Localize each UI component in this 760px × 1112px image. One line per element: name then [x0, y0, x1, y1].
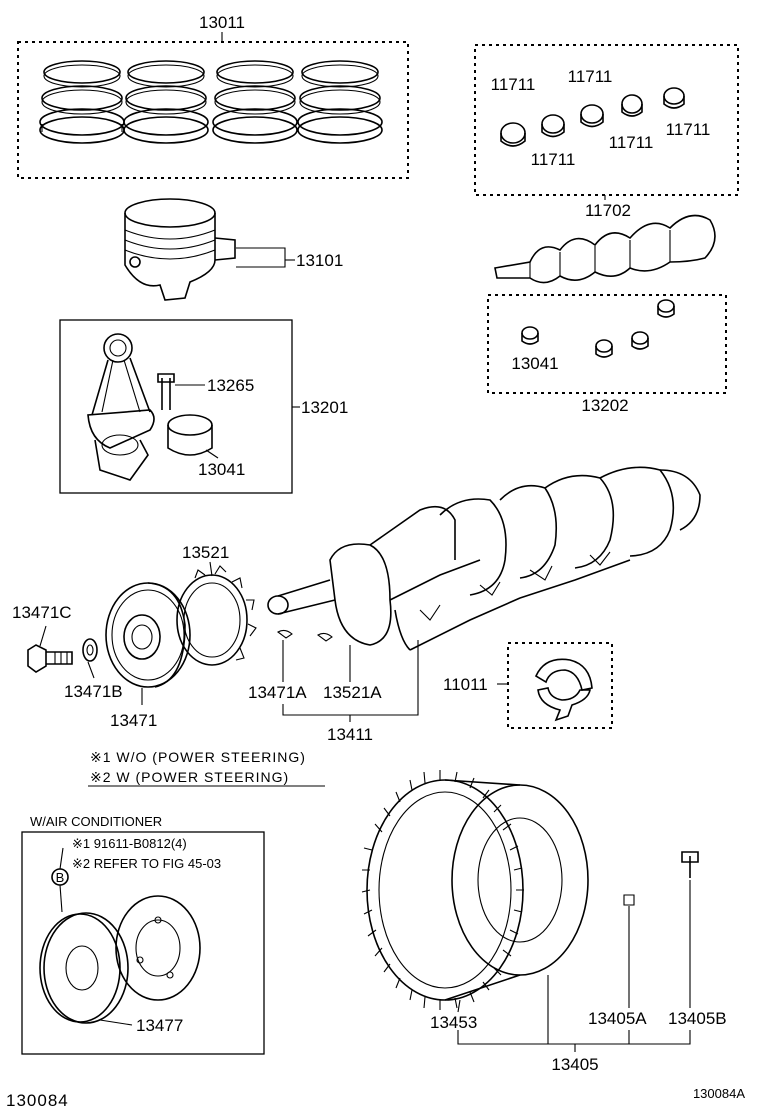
- label-conrod-bearing-set-item: 13041: [511, 354, 558, 373]
- label-main-bearing-2: 11711: [568, 67, 613, 86]
- label-key-a: 13471A: [248, 683, 307, 702]
- label-piston: 13101: [296, 251, 343, 270]
- ac-ref-2: ※2 REFER TO FIG 45-03: [72, 856, 221, 871]
- leader-line: [282, 640, 351, 682]
- ac-pulley-box: [21, 831, 265, 1055]
- thrust-washer-group: 11011: [443, 642, 613, 729]
- label-pulley-bolt: 13471C: [12, 603, 72, 622]
- conrod-group: 13265 13201 13041: [59, 319, 348, 494]
- label-ring-gear: 13453: [430, 1013, 477, 1032]
- leader-line: [39, 625, 47, 647]
- label-flywheel-bolt: 13405B: [668, 1009, 727, 1028]
- footer-right-code: 130084A: [693, 1086, 745, 1101]
- label-conrod-bolt: 13265: [207, 376, 254, 395]
- leader-line: [59, 847, 64, 870]
- label-main-bearing-3: 11711: [531, 150, 576, 169]
- conrod-illustration: [87, 333, 175, 481]
- piston-group: 13101: [124, 198, 343, 301]
- label-key-b: 13521A: [323, 683, 382, 702]
- piston-ring-set-box: [17, 41, 409, 179]
- ac-pulley-group: W/AIR CONDITIONER ※1 91611-B0812(4) ※2 R…: [21, 814, 265, 1055]
- label-main-bearing-4: 11711: [609, 133, 654, 152]
- label-pulley: 13471: [110, 711, 157, 730]
- piston-ring-set-group: 13011: [17, 13, 409, 179]
- leader-line: [59, 884, 63, 913]
- ref-marker-label: B: [56, 870, 65, 885]
- label-conrod-bearing-set: 13202: [581, 396, 628, 415]
- pulley-bolt-illustration: [27, 644, 73, 673]
- keys-illustration: [276, 629, 333, 642]
- leader-line: [99, 1019, 133, 1026]
- notes-group: ※1 W/O (POWER STEERING) ※2 W (POWER STEE…: [88, 749, 325, 787]
- crankshaft-illustration: [267, 466, 701, 651]
- label-pulley-washer: 13471B: [64, 682, 123, 701]
- leader-bracket: [457, 975, 691, 1045]
- label-main-bearing-set: 11702: [585, 201, 631, 220]
- ac-title: W/AIR CONDITIONER: [30, 814, 162, 829]
- conrod-bearing-set-box: [487, 294, 727, 394]
- label-flywheel: 13405: [551, 1055, 598, 1074]
- camshaft-illustration: [494, 214, 716, 284]
- note-2: ※2 W (POWER STEERING): [90, 769, 289, 785]
- main-bearing-set-group: 11711 11711 11711 11711 11711 11702: [474, 44, 739, 220]
- label-main-bearing-5: 11711: [666, 120, 711, 139]
- leader-line: [87, 661, 95, 679]
- conrod-bearings-illustration: [521, 299, 675, 358]
- leader-line: [205, 449, 219, 459]
- label-ac-pulley: 13477: [136, 1016, 183, 1035]
- pulley-washer-illustration: [82, 638, 98, 662]
- piston-rings-illustration: [39, 60, 383, 144]
- flywheel-illustration: [361, 770, 699, 1010]
- label-piston-ring-set: 13011: [199, 13, 245, 32]
- label-flywheel-pin: 13405A: [588, 1009, 647, 1028]
- thrust-washer-box: [507, 642, 613, 729]
- pulley-illustration: [105, 582, 191, 688]
- label-main-bearing-1: 11711: [491, 75, 536, 94]
- label-conrod-bearing: 13041: [198, 460, 245, 479]
- leader-line: [209, 561, 213, 577]
- piston-illustration: [124, 198, 236, 301]
- ac-ref-1: ※1 91611-B0812(4): [72, 836, 187, 851]
- ac-pulley-illustration: [39, 895, 201, 1024]
- label-crankshaft: 13411: [327, 725, 373, 744]
- label-thrust-washer: 11011: [443, 675, 488, 694]
- note-1: ※1 W/O (POWER STEERING): [90, 749, 306, 765]
- conrod-bearing-illustration: [167, 414, 213, 456]
- leader-bracket: [236, 247, 286, 268]
- footer-left-code: 130084: [6, 1091, 69, 1110]
- leader-line: [457, 999, 461, 1013]
- conrod-bearing-set-group: 13041 13202: [487, 294, 727, 415]
- thrust-washer-illustration: [534, 658, 593, 722]
- label-timing-gear: 13521: [182, 543, 229, 562]
- main-bearings-illustration: [500, 87, 685, 147]
- label-conrod-assy: 13201: [301, 398, 348, 417]
- main-bearing-set-box: [474, 44, 739, 196]
